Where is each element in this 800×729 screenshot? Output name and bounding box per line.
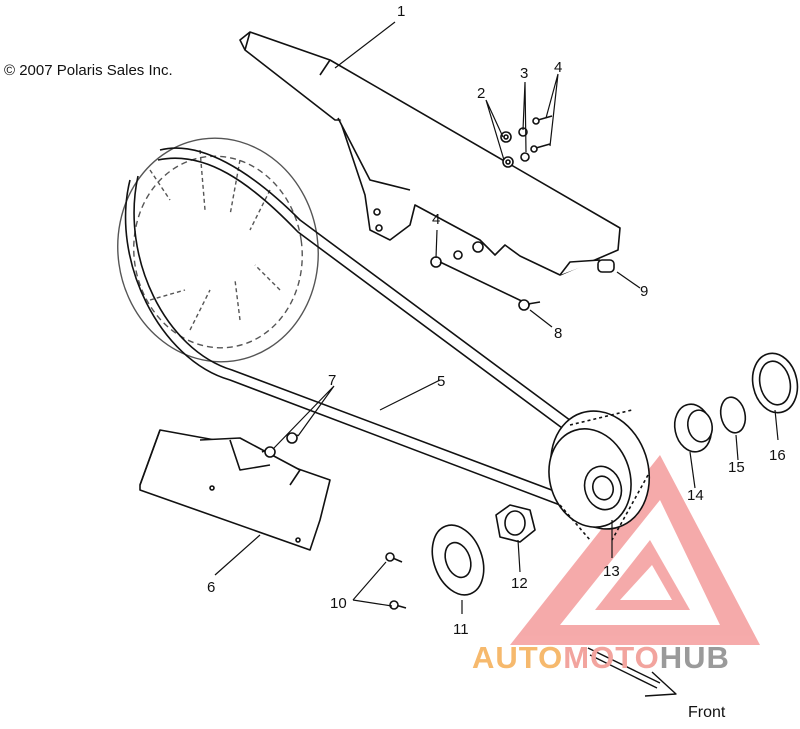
callout-4-mid: 4: [432, 211, 440, 228]
callout-9: 9: [640, 283, 648, 300]
callout-11: 11: [453, 621, 469, 638]
callout-3: 3: [520, 65, 528, 82]
callout-10: 10: [330, 595, 347, 612]
watermark-part-auto: AUTO: [472, 640, 564, 675]
spacer: [673, 403, 714, 453]
plate-screws: [385, 552, 407, 610]
callout-2: 2: [477, 85, 485, 102]
rear-wheel: [117, 137, 319, 363]
rear-pulley: [548, 409, 651, 541]
callout-14: 14: [687, 487, 704, 504]
callout-1: 1: [397, 3, 405, 20]
debris-deflector: [139, 429, 331, 551]
copyright-notice: © 2007 Polaris Sales Inc.: [4, 62, 173, 79]
callout-12: 12: [511, 575, 528, 592]
watermark-logo: [510, 455, 760, 645]
callout-6: 6: [207, 579, 215, 596]
callout-13: 13: [603, 563, 620, 580]
callout-8: 8: [554, 325, 562, 342]
retainer-plate: [431, 524, 485, 596]
callout-numbers: 1 2 3 4 4 5 6 7 8 9 10 11 12 13 14 15 16: [207, 3, 786, 638]
seal: [751, 352, 799, 414]
watermark-text: AUTOMOTOHUB: [472, 640, 730, 676]
leader-lines: [214, 21, 779, 614]
front-direction-arrow: [587, 647, 677, 697]
belt-guard: [239, 31, 621, 276]
front-label: Front: [688, 704, 726, 721]
deflector-bolts: [264, 432, 298, 458]
callout-4-top: 4: [554, 59, 562, 76]
drive-belt: [124, 147, 591, 506]
hardware-nuts-bolts: [430, 115, 615, 311]
snap-ring: [719, 396, 747, 434]
callout-15: 15: [728, 459, 745, 476]
watermark-part-moto: MOTO: [563, 640, 660, 675]
pulley-nut: [495, 504, 536, 543]
watermark-part-hub: HUB: [659, 640, 730, 675]
callout-7: 7: [328, 372, 336, 389]
callout-5: 5: [437, 373, 445, 390]
callout-16: 16: [769, 447, 786, 464]
